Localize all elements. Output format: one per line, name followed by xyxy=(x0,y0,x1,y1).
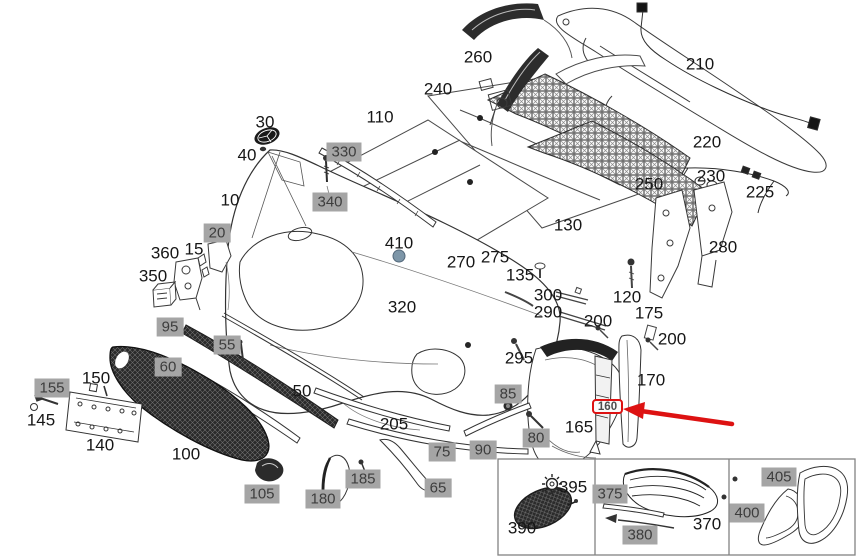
part-label-225: 225 xyxy=(745,182,775,202)
right-small-parts-drawing xyxy=(504,258,659,361)
part-label-390: 390 xyxy=(507,518,537,538)
part-label-275: 275 xyxy=(480,247,510,267)
part-label-20: 20 xyxy=(203,223,231,243)
fender-brackets-280-drawing xyxy=(649,181,733,299)
part-label-145: 145 xyxy=(26,410,56,430)
part-label-370: 370 xyxy=(692,514,722,534)
bumper-corner-cluster-drawing xyxy=(527,334,642,470)
part-label-280: 280 xyxy=(708,237,738,257)
part-label-250: 250 xyxy=(634,174,664,194)
part-label-80: 80 xyxy=(522,428,550,448)
part-label-50: 50 xyxy=(292,381,312,401)
part-label-165: 165 xyxy=(564,417,594,437)
part-label-150: 150 xyxy=(81,368,111,388)
part-label-135: 135 xyxy=(505,265,535,285)
part-label-205: 205 xyxy=(379,414,409,434)
part-label-360: 360 xyxy=(150,243,180,263)
part-label-220: 220 xyxy=(692,132,722,152)
part-label-200: 200 xyxy=(583,311,613,331)
part-label-175: 175 xyxy=(634,303,664,323)
cowl-blade-260-drawing xyxy=(490,48,646,147)
part-label-395: 395 xyxy=(558,477,588,497)
part-label-290: 290 xyxy=(533,302,563,322)
part-label-375: 375 xyxy=(592,484,628,504)
part-label-105: 105 xyxy=(244,484,280,504)
cowl-panel-drawing xyxy=(462,3,573,59)
part-label-350: 350 xyxy=(138,266,168,286)
part-label-170: 170 xyxy=(636,370,666,390)
gear-icon xyxy=(542,474,562,494)
part-label-75: 75 xyxy=(428,442,456,462)
bumper-cover-drawing xyxy=(224,149,561,431)
part-label-210: 210 xyxy=(685,54,715,74)
part-label-185: 185 xyxy=(345,469,381,489)
parktronic-sensor-410-drawing xyxy=(392,249,406,263)
inset-panel2-grille-370-drawing xyxy=(602,468,738,529)
bracket-240-drawing xyxy=(478,77,513,126)
part-label-320: 320 xyxy=(387,297,417,317)
part-label-120: 120 xyxy=(612,287,642,307)
part-label-400: 400 xyxy=(729,503,765,523)
part-label-100: 100 xyxy=(171,444,201,464)
part-label-85: 85 xyxy=(494,384,522,404)
part-label-40: 40 xyxy=(237,145,257,165)
part-label-110: 110 xyxy=(366,107,394,127)
part-label-180: 180 xyxy=(305,489,341,509)
part-label-10: 10 xyxy=(220,190,240,210)
washer-hose-210-drawing xyxy=(636,2,821,131)
part-label-155: 155 xyxy=(34,378,70,398)
part-label-130: 130 xyxy=(553,215,583,235)
part-label-60: 60 xyxy=(154,357,182,377)
part-label-140: 140 xyxy=(85,435,115,455)
part-label-90: 90 xyxy=(469,440,497,460)
part-label-230: 230 xyxy=(696,166,726,186)
clip-40-drawing xyxy=(259,146,267,152)
part-label-260: 260 xyxy=(463,47,493,67)
part-label-380: 380 xyxy=(622,525,658,545)
sensor-bracket-cluster-drawing xyxy=(152,239,232,311)
part-label-405: 405 xyxy=(761,467,797,487)
part-label-55: 55 xyxy=(213,335,241,355)
inset-panel3-bezels-drawing xyxy=(757,465,849,546)
part-label-410: 410 xyxy=(384,233,414,253)
part-label-330: 330 xyxy=(326,142,362,162)
part-label-240: 240 xyxy=(423,79,453,99)
part-label-15: 15 xyxy=(184,239,204,259)
highlight-box: 160 xyxy=(592,399,623,414)
part-label-340: 340 xyxy=(312,192,348,212)
part-label-30: 30 xyxy=(255,112,275,132)
part-label-95: 95 xyxy=(156,317,184,337)
emblem-30-drawing xyxy=(254,127,280,145)
part-label-65: 65 xyxy=(424,478,452,498)
part-label-200: 200 xyxy=(657,329,687,349)
inset-panel1-grille-390-drawing xyxy=(513,486,578,530)
part-label-295: 295 xyxy=(504,348,534,368)
part-label-270: 270 xyxy=(446,252,476,272)
part-label-300: 300 xyxy=(533,285,563,305)
sill-strip-330-drawing xyxy=(318,147,437,228)
